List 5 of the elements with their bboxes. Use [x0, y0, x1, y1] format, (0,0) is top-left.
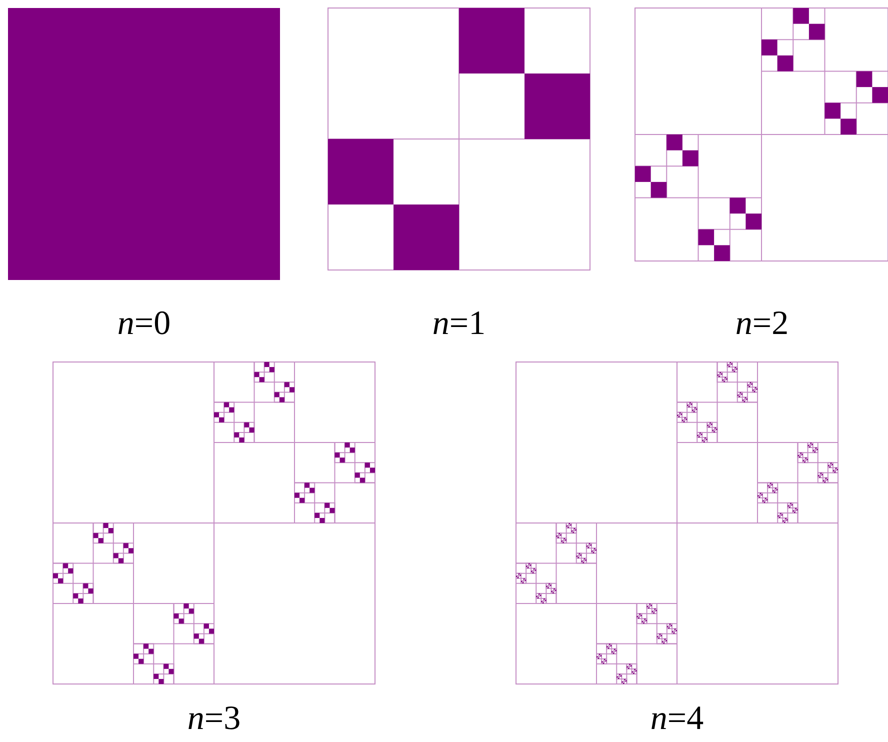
panel-label: n=1 [432, 305, 486, 343]
panel-label: n=0 [117, 305, 171, 343]
panel-label: n=3 [187, 700, 241, 738]
panel-label: n=2 [735, 305, 789, 343]
panel-label: n=4 [650, 700, 704, 738]
